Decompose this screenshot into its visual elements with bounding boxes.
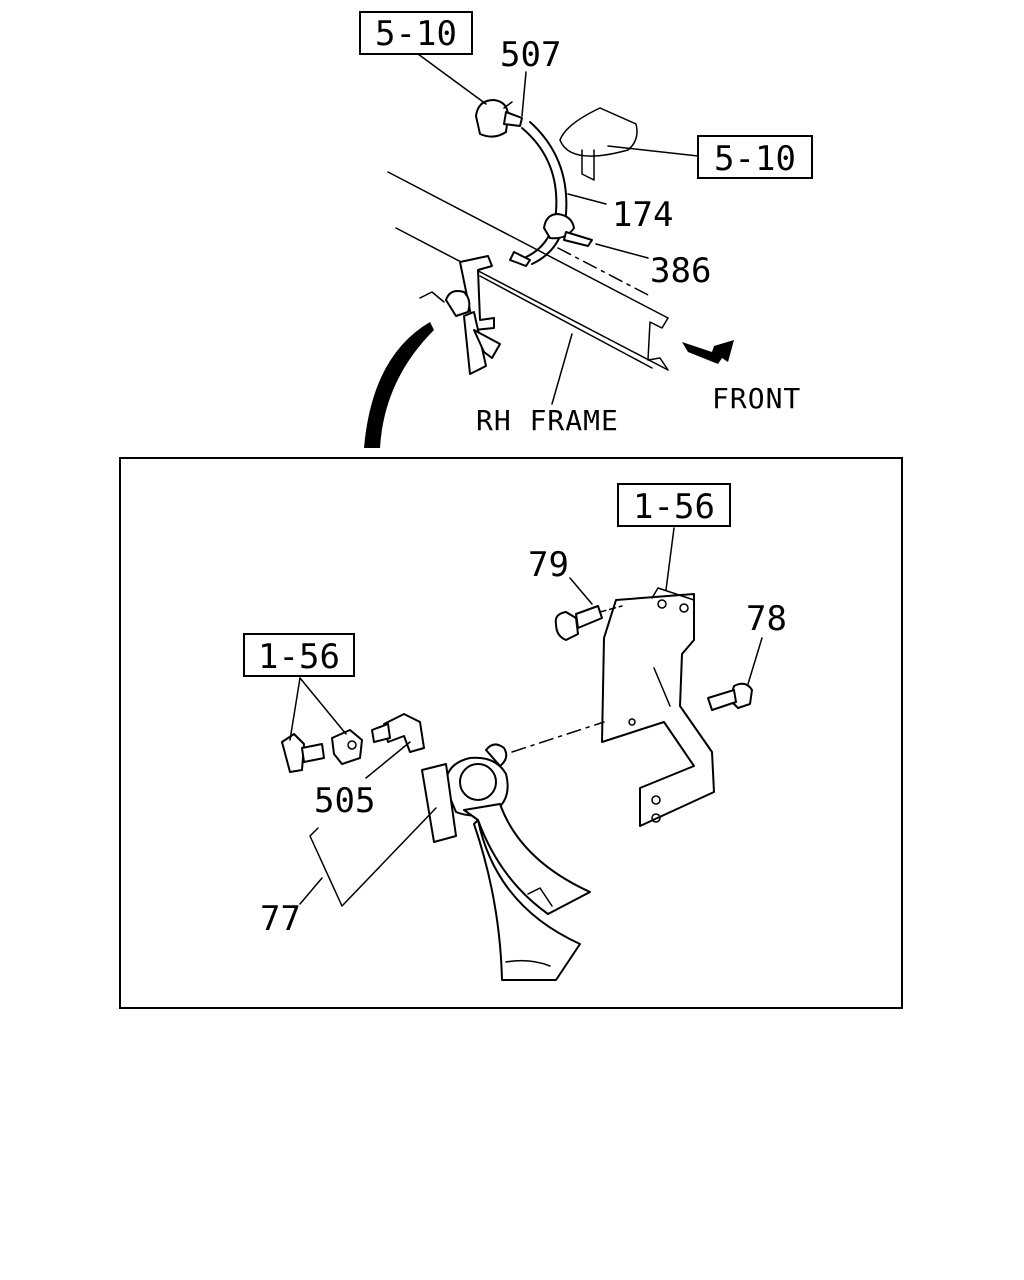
svg-text:1-56: 1-56 bbox=[258, 637, 340, 677]
label-77: 77 bbox=[260, 899, 301, 939]
inset-callout-arrow bbox=[364, 322, 434, 448]
inset-leader-lines bbox=[289, 527, 763, 907]
svg-text:5-10: 5-10 bbox=[714, 139, 796, 179]
ref-box-1-56-bracket[interactable]: 1-56 bbox=[617, 483, 731, 527]
label-78: 78 bbox=[746, 599, 787, 639]
label-174: 174 bbox=[612, 195, 673, 235]
hose-fitting bbox=[475, 99, 523, 138]
ref-box-5-10-top[interactable]: 5-10 bbox=[359, 11, 473, 55]
horn-bracket bbox=[601, 587, 715, 827]
ref-box-1-56-connector[interactable]: 1-56 bbox=[243, 633, 355, 677]
bolt-78 bbox=[707, 682, 753, 711]
label-505: 505 bbox=[314, 781, 375, 821]
svg-text:1-56: 1-56 bbox=[633, 487, 715, 527]
mount-line-bolt79 bbox=[599, 605, 623, 613]
mount-line-horn bbox=[511, 721, 605, 753]
detail-inset-frame bbox=[119, 457, 903, 1009]
horn-mounted-view bbox=[419, 255, 501, 375]
rh-frame-rail bbox=[387, 171, 669, 371]
label-front: FRONT bbox=[712, 382, 801, 415]
bolt-79 bbox=[554, 605, 603, 641]
cross-member bbox=[559, 107, 638, 181]
air-hose bbox=[521, 121, 568, 265]
hose-clip bbox=[509, 213, 593, 267]
front-arrow-icon bbox=[682, 340, 734, 364]
horn bbox=[421, 743, 591, 981]
connector-plug bbox=[281, 733, 325, 773]
label-507: 507 bbox=[500, 35, 561, 75]
svg-text:5-10: 5-10 bbox=[375, 14, 457, 54]
ref-box-5-10-right[interactable]: 5-10 bbox=[697, 135, 813, 179]
label-rh-frame: RH FRAME bbox=[476, 404, 619, 437]
upper-leader-lines bbox=[417, 53, 699, 405]
label-386: 386 bbox=[650, 251, 711, 291]
elbow-fitting bbox=[371, 713, 425, 753]
label-79: 79 bbox=[528, 545, 569, 585]
connector-socket bbox=[331, 729, 363, 765]
